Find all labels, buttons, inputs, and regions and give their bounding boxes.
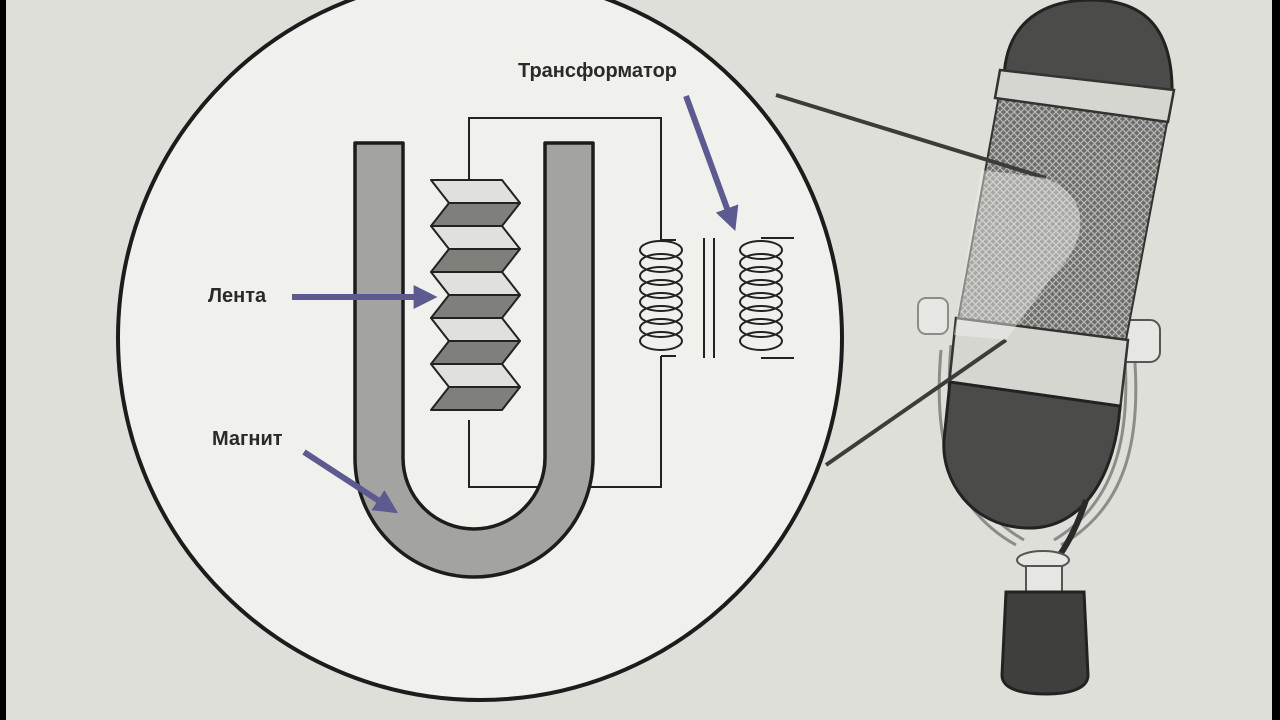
- pointer-arrows: [292, 94, 739, 514]
- mic-base: [1000, 590, 1090, 696]
- mic-top-cap: [1002, 0, 1174, 100]
- diagram-svg: [116, 0, 1176, 702]
- zoom-connector: [775, 93, 1047, 467]
- arrow-transformer: [683, 94, 739, 232]
- ribbon-microphone-icon: [917, 0, 1176, 696]
- mic-top-band: [993, 68, 1176, 124]
- ribbon-label: Лента: [208, 285, 267, 307]
- transformer-label: Трансформатор: [518, 60, 678, 82]
- mic-bottom-body: [942, 380, 1122, 530]
- primary-coil: [639, 239, 683, 357]
- arrow-magnet: [302, 449, 399, 514]
- transformer-core: [703, 238, 715, 358]
- mic-knob-left: [917, 297, 949, 335]
- zoom-highlight: [954, 170, 1081, 340]
- horseshoe-magnet-icon: [353, 141, 595, 579]
- secondary-coil: [739, 237, 794, 359]
- ribbon-element-icon: [430, 179, 521, 411]
- coil-transformer-icon: [639, 237, 794, 359]
- diagram-canvas: Трансформатор Лента Магнит: [6, 0, 1272, 720]
- magnet-label: Магнит: [212, 428, 283, 450]
